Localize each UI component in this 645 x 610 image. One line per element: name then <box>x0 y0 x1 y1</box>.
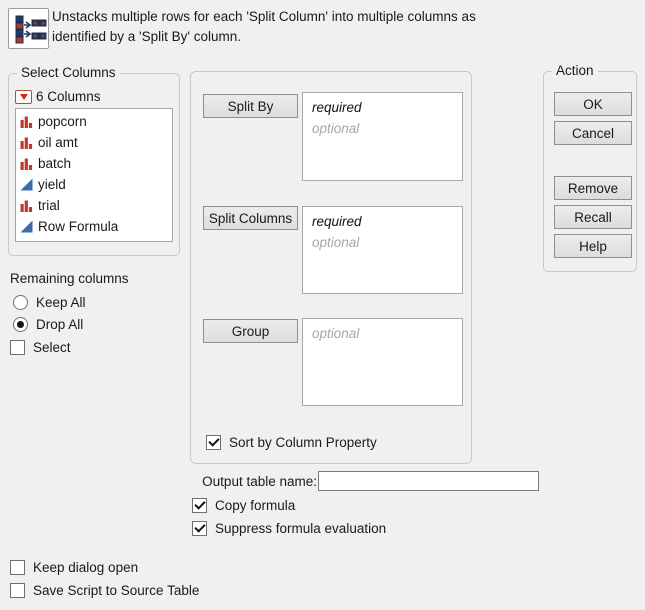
nominal-column-icon <box>20 137 33 149</box>
select-columns-title: Select Columns <box>17 65 120 80</box>
split-tool-icon <box>8 8 49 49</box>
list-item-trial[interactable]: trial <box>16 195 172 216</box>
columns-count-label: 6 Columns <box>36 89 101 104</box>
red-triangle-icon <box>19 93 28 100</box>
split-by-button[interactable]: Split By <box>203 94 298 118</box>
continuous-column-icon <box>20 220 33 233</box>
output-table-name-input[interactable] <box>318 471 539 491</box>
nominal-column-icon <box>20 158 33 170</box>
continuous-column-icon <box>20 178 33 191</box>
save-script-checkbox[interactable] <box>10 583 25 598</box>
columns-listbox[interactable]: popcorn oil amt batch yield trial Row Fo… <box>15 108 173 242</box>
recall-button[interactable]: Recall <box>554 205 632 229</box>
optional-hint: optional <box>312 121 360 136</box>
split-columns-glyph <box>15 15 47 44</box>
checkbox-row-select[interactable]: Select <box>10 339 71 356</box>
keep-all-label: Keep All <box>36 295 86 310</box>
action-title: Action <box>552 63 598 78</box>
sort-by-column-property-label: Sort by Column Property <box>229 435 377 450</box>
optional-hint: optional <box>312 326 360 341</box>
split-columns-button[interactable]: Split Columns <box>203 206 298 230</box>
select-label: Select <box>33 340 71 355</box>
list-item-batch[interactable]: batch <box>16 153 172 174</box>
radio-row-drop-all[interactable]: Drop All <box>13 316 83 333</box>
column-name: yield <box>38 177 66 192</box>
column-name: popcorn <box>38 114 87 129</box>
keep-dialog-open-checkbox[interactable] <box>10 560 25 575</box>
required-hint: required <box>312 214 362 229</box>
drop-all-label: Drop All <box>36 317 84 332</box>
suppress-formula-evaluation-label: Suppress formula evaluation <box>215 521 387 536</box>
action-groupbox: Action OK Cancel Remove Recall Help <box>543 63 637 272</box>
save-script-label: Save Script to Source Table <box>33 583 200 598</box>
list-item-row-formula[interactable]: Row Formula <box>16 216 172 237</box>
select-columns-groupbox: Select Columns 6 Columns popcorn oil amt… <box>8 65 180 256</box>
copy-formula-checkbox[interactable] <box>192 498 207 513</box>
list-item-oil-amt[interactable]: oil amt <box>16 132 172 153</box>
nominal-column-icon <box>20 200 33 212</box>
cancel-button[interactable]: Cancel <box>554 121 632 145</box>
keep-all-radio[interactable] <box>13 295 28 310</box>
radio-row-keep-all[interactable]: Keep All <box>13 294 86 311</box>
cast-roles-groupbox: Split By required optional Split Columns… <box>190 71 472 464</box>
checkbox-row-keep-dialog-open[interactable]: Keep dialog open <box>10 559 138 576</box>
copy-formula-label: Copy formula <box>215 498 296 513</box>
checkbox-row-copy-formula[interactable]: Copy formula <box>192 497 295 514</box>
split-by-dropzone[interactable]: required optional <box>302 92 463 181</box>
column-name: trial <box>38 198 60 213</box>
ok-button[interactable]: OK <box>554 92 632 116</box>
help-button[interactable]: Help <box>554 234 632 258</box>
column-name: Row Formula <box>38 219 119 234</box>
column-name: oil amt <box>38 135 78 150</box>
optional-hint: optional <box>312 235 360 250</box>
group-button[interactable]: Group <box>203 319 298 343</box>
checkbox-row-suppress-formula[interactable]: Suppress formula evaluation <box>192 520 386 537</box>
sort-by-column-property-checkbox[interactable] <box>206 435 221 450</box>
group-dropzone[interactable]: optional <box>302 318 463 406</box>
suppress-formula-evaluation-checkbox[interactable] <box>192 521 207 536</box>
column-name: batch <box>38 156 72 171</box>
output-table-name-label: Output table name: <box>202 474 317 489</box>
select-checkbox[interactable] <box>10 340 25 355</box>
split-columns-dropzone[interactable]: required optional <box>302 206 463 294</box>
drop-all-radio[interactable] <box>13 317 28 332</box>
checkbox-row-sort[interactable]: Sort by Column Property <box>206 434 377 451</box>
list-item-yield[interactable]: yield <box>16 174 172 195</box>
keep-dialog-open-label: Keep dialog open <box>33 560 139 575</box>
columns-menu-button[interactable] <box>15 89 32 104</box>
nominal-column-icon <box>20 116 33 128</box>
checkbox-row-save-script[interactable]: Save Script to Source Table <box>10 582 199 599</box>
list-item-popcorn[interactable]: popcorn <box>16 111 172 132</box>
required-hint: required <box>312 100 362 115</box>
remove-button[interactable]: Remove <box>554 176 632 200</box>
remaining-columns-label: Remaining columns <box>10 271 129 286</box>
dialog-description: Unstacks multiple rows for each 'Split C… <box>52 9 476 44</box>
